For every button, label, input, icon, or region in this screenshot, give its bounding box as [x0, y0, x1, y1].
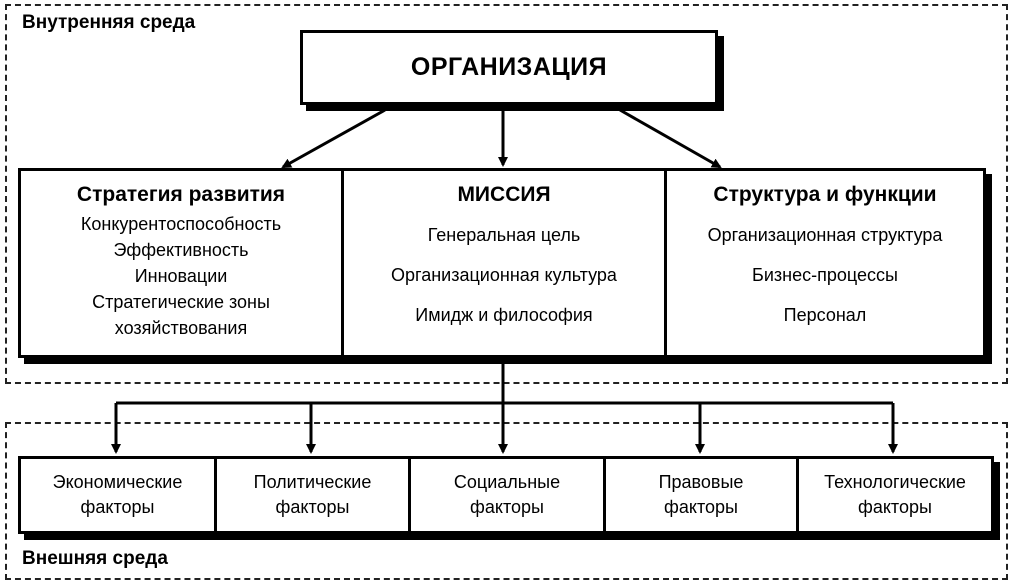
structure-column: Структура и функции Организационная стру… — [667, 171, 983, 355]
strategy-item: хозяйствования — [114, 318, 248, 338]
strategy-item: Стратегические зоны — [92, 292, 270, 312]
factor-divider — [603, 459, 606, 531]
mission-title: МИССИЯ — [457, 183, 551, 206]
structure-title: Структура и функции — [713, 183, 937, 206]
internal-environment-region — [5, 4, 1008, 384]
factor-divider — [214, 459, 217, 531]
arrow-to-strategy — [281, 108, 386, 169]
strategy-column: Стратегия развития Конкурентоспособность… — [21, 171, 341, 355]
strategy-item: Инновации — [134, 266, 228, 286]
strategy-title: Стратегия развития — [76, 183, 286, 206]
organization-title: ОРГАНИЗАЦИЯ — [410, 53, 608, 81]
external-environment-region — [5, 422, 1008, 580]
arrow-to-structure — [619, 108, 722, 169]
strategy-item: Конкурентоспособность — [80, 214, 282, 234]
structure-item: Персонал — [783, 305, 867, 325]
structure-item: Бизнес-процессы — [752, 265, 898, 285]
strategy-item: Эффективность — [113, 240, 249, 260]
structure-item: Организационная структура — [707, 225, 943, 245]
factor-divider — [796, 459, 799, 531]
column-divider — [664, 171, 667, 355]
mission-column: МИССИЯ Генеральная цель Организационная … — [344, 171, 664, 355]
column-divider — [341, 171, 344, 355]
internal-environment-label: Внутренняя среда — [20, 12, 198, 34]
mission-item: Генеральная цель — [427, 225, 581, 245]
internal-elements-box: Стратегия развития Конкурентоспособность… — [18, 168, 986, 358]
external-environment-label: Внешняя среда — [20, 548, 170, 570]
organization-box: ОРГАНИЗАЦИЯ — [300, 30, 718, 105]
factor-divider — [408, 459, 411, 531]
mission-item: Имидж и философия — [415, 305, 593, 325]
mission-item: Организационная культура — [391, 265, 617, 285]
